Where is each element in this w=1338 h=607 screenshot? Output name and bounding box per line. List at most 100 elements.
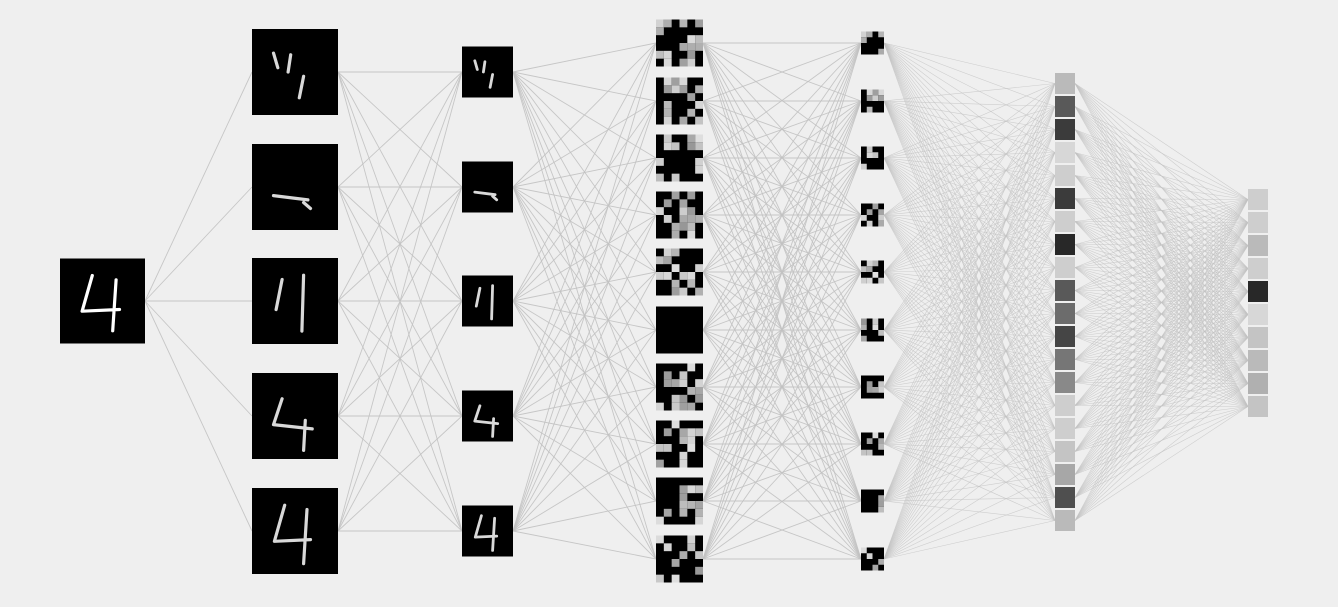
map-pixel bbox=[679, 43, 688, 51]
map-pixel bbox=[872, 318, 879, 325]
conv2-feature-map bbox=[656, 19, 703, 67]
map-pixel bbox=[878, 95, 884, 101]
connection-line bbox=[702, 157, 862, 560]
map-pixel bbox=[663, 379, 672, 387]
map-pixel bbox=[695, 158, 703, 166]
pool2-feature-map bbox=[861, 260, 884, 284]
map-pixel bbox=[687, 50, 696, 59]
map-pixel bbox=[679, 272, 688, 280]
connection-line bbox=[702, 42, 862, 102]
map-pixel bbox=[671, 420, 680, 429]
output-neuron bbox=[1248, 350, 1268, 371]
map-pixel bbox=[656, 516, 664, 525]
conv2-feature-map bbox=[656, 420, 703, 468]
connection-line bbox=[337, 71, 463, 188]
pool2-feature-map bbox=[861, 547, 884, 571]
connection-line bbox=[883, 359, 1056, 502]
connection-line bbox=[883, 497, 1056, 502]
map-pixel bbox=[872, 324, 879, 330]
connection-line bbox=[883, 428, 1056, 560]
connection-line bbox=[883, 83, 1056, 445]
map-pixel bbox=[695, 19, 703, 28]
connection-line bbox=[883, 474, 1056, 502]
connection-line bbox=[702, 42, 862, 388]
map-pixel bbox=[866, 95, 873, 101]
connection-line bbox=[883, 198, 1056, 560]
map-pixel bbox=[872, 432, 879, 439]
map-pixel bbox=[663, 248, 672, 257]
connection-line bbox=[1074, 199, 1249, 291]
connection-line bbox=[144, 300, 253, 417]
map-pixel bbox=[679, 485, 688, 494]
output-neuron bbox=[1248, 212, 1268, 233]
connection-line bbox=[883, 83, 1056, 216]
connection-line bbox=[702, 443, 862, 560]
map-pixel bbox=[687, 363, 696, 372]
map-pixel bbox=[878, 31, 884, 38]
connection-line bbox=[1074, 245, 1249, 521]
map-pixel bbox=[671, 379, 680, 387]
map-pixel bbox=[866, 220, 873, 227]
map-pixel bbox=[663, 199, 672, 208]
map-pixel bbox=[687, 58, 696, 67]
map-pixel bbox=[861, 324, 867, 330]
map-pixel bbox=[861, 277, 867, 284]
map-pixel bbox=[656, 256, 664, 265]
map-pixel bbox=[695, 264, 703, 272]
layer-dense bbox=[1055, 73, 1075, 531]
connection-line bbox=[1074, 129, 1249, 200]
map-pixel bbox=[679, 371, 688, 380]
digit-stroke bbox=[474, 284, 494, 321]
map-pixel bbox=[663, 215, 672, 223]
map-pixel bbox=[878, 215, 884, 221]
conv2-feature-map bbox=[656, 363, 703, 411]
connection-line bbox=[1074, 199, 1249, 314]
map-pixel bbox=[663, 58, 672, 67]
connection-line bbox=[883, 83, 1056, 273]
dense-neuron bbox=[1055, 119, 1075, 140]
map-pixel bbox=[878, 89, 884, 96]
connection-line bbox=[1074, 175, 1249, 200]
dense-neuron bbox=[1055, 73, 1075, 94]
connection-line bbox=[512, 42, 657, 73]
map-pixel bbox=[671, 574, 680, 583]
connection-line bbox=[1074, 152, 1249, 200]
connection-line bbox=[512, 329, 657, 532]
map-pixel bbox=[679, 379, 688, 387]
map-pixel bbox=[861, 335, 867, 342]
map-pixel bbox=[656, 402, 664, 411]
output-neuron bbox=[1248, 373, 1268, 394]
map-pixel bbox=[872, 89, 879, 96]
connection-line bbox=[883, 83, 1056, 102]
dense-neuron bbox=[1055, 96, 1075, 117]
map-pixel bbox=[679, 19, 688, 28]
dense-neuron bbox=[1055, 418, 1075, 439]
map-pixel bbox=[872, 260, 879, 267]
map-pixel bbox=[687, 108, 696, 117]
map-pixel bbox=[861, 215, 867, 221]
map-pixel bbox=[695, 142, 703, 151]
pool2-feature-map bbox=[861, 31, 884, 55]
map-pixel bbox=[866, 31, 873, 38]
connection-line bbox=[337, 71, 463, 417]
conv1-feature-map bbox=[252, 258, 338, 344]
map-pixel bbox=[679, 436, 688, 444]
digit-stroke bbox=[473, 59, 494, 89]
connection-line bbox=[1074, 199, 1249, 475]
connection-line bbox=[883, 221, 1056, 502]
conv1-feature-map bbox=[252, 373, 338, 459]
dense-neuron bbox=[1055, 510, 1075, 531]
connection-line bbox=[883, 382, 1056, 560]
connection-line bbox=[883, 267, 1056, 560]
map-pixel bbox=[671, 191, 680, 200]
pool1-feature-map bbox=[462, 46, 513, 98]
map-pixel bbox=[861, 449, 867, 456]
connection-line bbox=[883, 129, 1056, 560]
connection-line bbox=[512, 100, 657, 188]
map-pixel bbox=[663, 77, 672, 86]
connection-line bbox=[883, 106, 1056, 560]
map-pixel bbox=[695, 516, 703, 525]
map-pixel bbox=[687, 93, 696, 101]
map-pixel bbox=[687, 444, 696, 452]
dense-neuron bbox=[1055, 349, 1075, 370]
